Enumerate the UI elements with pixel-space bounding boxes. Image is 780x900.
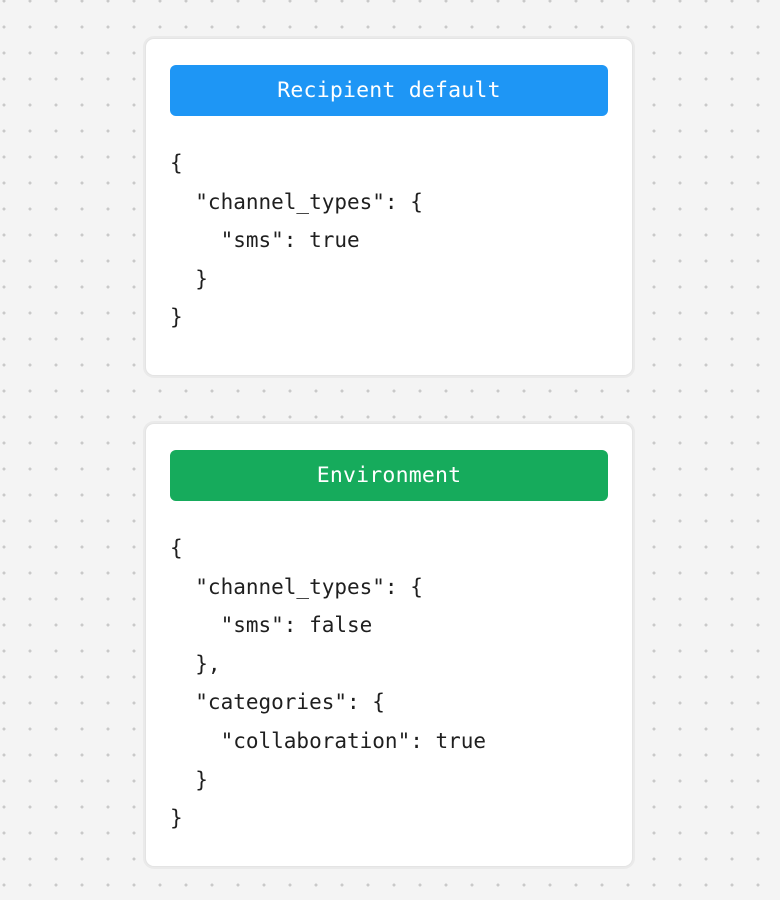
environment-card: Environment { "channel_types": { "sms": … — [145, 423, 633, 867]
recipient-default-card: Recipient default { "channel_types": { "… — [145, 38, 633, 376]
recipient-default-json-body: { "channel_types": { "sms": true } } — [170, 151, 423, 330]
environment-json-body: { "channel_types": { "sms": false }, "ca… — [170, 536, 487, 831]
environment-card-title: Environment — [316, 462, 462, 488]
recipient-default-card-header: Recipient default — [170, 65, 608, 116]
recipient-default-card-title: Recipient default — [277, 77, 501, 103]
environment-card-header: Environment — [170, 450, 608, 501]
